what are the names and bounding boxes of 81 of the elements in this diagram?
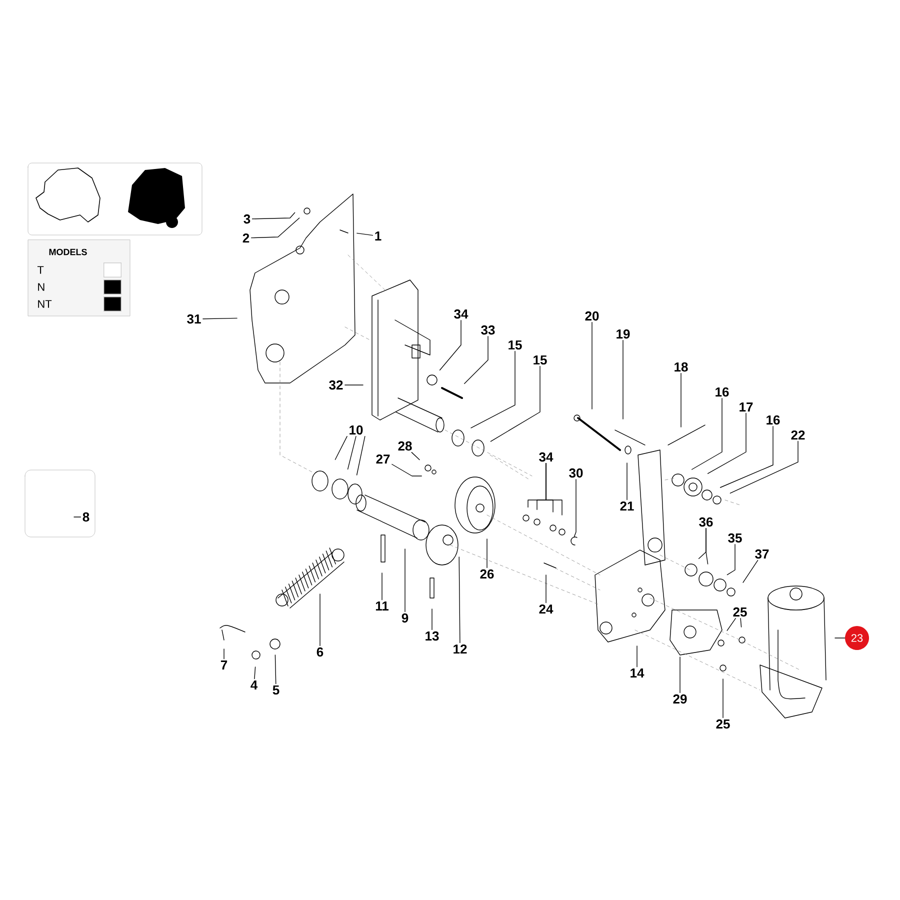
callout-number: 3 [244, 214, 250, 224]
callout-number: 22 [791, 430, 805, 440]
callout-number: 33 [481, 325, 495, 335]
leader-line [392, 464, 422, 476]
callout-number: 27 [376, 454, 390, 464]
leader-line [334, 436, 348, 460]
leader-line [411, 452, 420, 460]
callout-badge: 23 [845, 626, 869, 650]
callout-number: 8 [82, 512, 90, 522]
callout-number: 29 [673, 694, 687, 704]
leader-line [74, 516, 82, 518]
callout-number: 15 [508, 340, 522, 350]
leader-line [486, 538, 488, 568]
callout-number: 34 [454, 309, 468, 319]
leader-line [274, 654, 276, 684]
leader-line [726, 544, 736, 576]
callout-number: 13 [426, 631, 439, 641]
leader-line [404, 548, 406, 612]
callout-number: 21 [620, 501, 634, 511]
callout-number: 4 [250, 680, 258, 690]
callout-number: 24 [539, 604, 554, 614]
leader-line [720, 426, 774, 488]
leader-line [356, 232, 374, 236]
callout-number: 6 [316, 647, 324, 657]
callout-number: 12 [454, 644, 467, 654]
callout-number: 31 [187, 314, 201, 324]
leader-line [707, 412, 746, 474]
leader-line [250, 218, 300, 238]
callout-number: 36 [699, 517, 713, 527]
leader-line [691, 398, 722, 470]
leader-line [706, 528, 708, 564]
leader-line [344, 384, 364, 386]
legend-label: T [37, 266, 44, 274]
leader-line [740, 618, 742, 628]
callout-number: 20 [585, 311, 599, 321]
leader-line [439, 320, 462, 370]
legend-title: MODELS [49, 248, 87, 256]
callout-number: 1 [375, 232, 382, 240]
callout-number: 16 [716, 387, 729, 397]
leader-line [730, 440, 798, 494]
leader-line [680, 372, 682, 428]
callout-number: 18 [674, 362, 688, 372]
callout-number: 35 [728, 533, 742, 543]
callout-number: 28 [398, 441, 412, 451]
legend-label: N [38, 283, 44, 291]
callout-number: 16 [766, 415, 780, 425]
leader-line [722, 678, 724, 718]
leader-line [742, 560, 758, 583]
callout-number: 26 [480, 569, 494, 579]
leader-line [490, 366, 540, 442]
leader-line [202, 318, 238, 320]
leader-line [252, 212, 296, 220]
leader-line [636, 646, 638, 668]
callout-number: 10 [350, 425, 363, 435]
leader-line [574, 478, 576, 538]
callout-number: 9 [402, 613, 408, 623]
callout-number: 7 [220, 660, 228, 670]
leader-line [470, 350, 516, 428]
leader-line [356, 436, 366, 476]
leader-line [546, 462, 562, 516]
leader-line [726, 618, 736, 631]
callout-number: 32 [329, 380, 343, 390]
callout-number: 25 [733, 607, 747, 617]
callout-number: 14 [630, 668, 644, 678]
legend-label: NT [38, 300, 52, 308]
callout-number: 19 [616, 329, 630, 339]
leader-line [458, 556, 460, 644]
callout-number: 2 [242, 233, 250, 243]
callout-number: 5 [272, 685, 280, 695]
leader-line [254, 666, 256, 680]
callout-number: 11 [376, 602, 389, 610]
callout-number: 17 [740, 402, 753, 412]
leader-line [464, 336, 488, 384]
callout-number: 37 [755, 549, 769, 559]
leader-line [347, 436, 356, 470]
callout-number: 15 [534, 355, 547, 365]
callout-number: 25 [716, 719, 730, 729]
callout-number: 30 [569, 468, 583, 478]
leader-line [622, 340, 624, 420]
leader-line [626, 462, 628, 500]
callout-number: 34 [539, 452, 554, 462]
